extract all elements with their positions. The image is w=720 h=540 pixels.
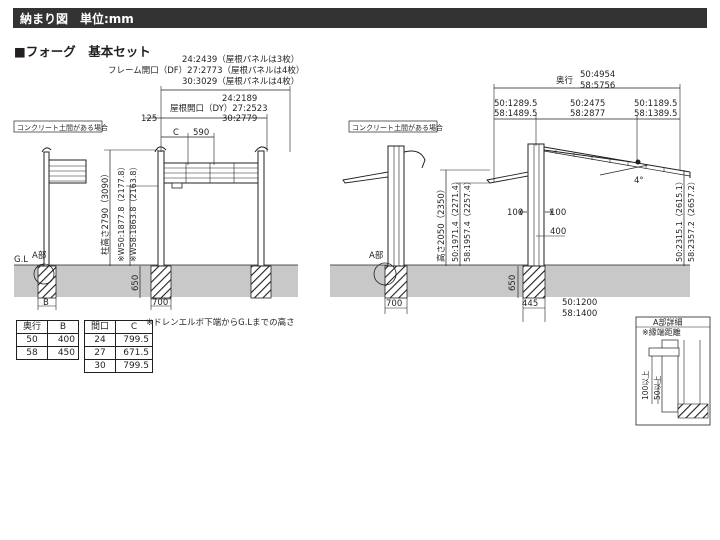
side-span-mid-1: 50:2475 <box>570 99 605 109</box>
side-bottom-2: 58:1400 <box>562 309 597 319</box>
side-foundation-right <box>522 265 546 299</box>
table-c-cell: 27 <box>84 346 116 360</box>
side-pillar-right <box>527 143 545 267</box>
side-height-main: 高さ2050（2350） <box>436 185 447 262</box>
front-dim-top-2: フレーム開口（DF）27:2773（屋根パネルは4枚） <box>108 65 304 76</box>
side-span-right-1: 50:1189.5 <box>634 99 677 109</box>
front-a-detail-circle <box>33 263 55 285</box>
side-right-height-50: 50:2315.1（2615.1） <box>675 177 684 262</box>
side-height-50: 50:1971.4（2271.4） <box>451 177 460 262</box>
side-left-roof <box>342 171 389 184</box>
section-title: ■フォーグ 基本セット <box>14 44 151 59</box>
front-pillar-right <box>257 150 265 267</box>
detail-subtitle: ※縁端距離 <box>642 327 681 337</box>
side-dim-650: 650 <box>508 275 518 291</box>
table-c-cell: 24 <box>84 333 116 347</box>
front-view: 24:2439（屋根パネルは3枚） フレーム開口（DF）27:2773（屋根パネ… <box>13 54 304 328</box>
side-dim-700: 700 <box>386 299 402 309</box>
front-concrete-note: コンクリート土間がある場合 <box>17 123 108 132</box>
table-c: 間口 C 24 799.5 27 671.5 30 799.5 <box>84 320 153 373</box>
side-dim-445: 445 <box>522 299 538 309</box>
front-foundation-mid <box>150 265 172 299</box>
front-w-height-2: ※W58:1863.8（2163.8） <box>129 163 138 262</box>
front-roof-small <box>48 159 87 184</box>
front-dim-c: C <box>173 128 179 138</box>
front-dim-650: 650 <box>131 275 141 291</box>
table-c-cell: 30 <box>84 359 116 373</box>
side-span-mid-2: 58:2877 <box>570 109 605 119</box>
detail-a: A部詳細 ※縁端距離 100以上 50以上 <box>635 316 711 426</box>
side-front-roof <box>486 171 529 184</box>
side-dim-400: 400 <box>550 227 566 237</box>
side-angle: 4° <box>634 176 644 186</box>
table-b-cell: 58 <box>16 346 48 360</box>
front-dim-b: B <box>43 298 49 308</box>
front-dim-mid-3: 30:2779 <box>222 114 257 124</box>
front-dim-mid-2: 屋根開口（DY）27:2523 <box>170 103 268 114</box>
detail-dim-100: 100以上 <box>641 370 650 400</box>
side-span-left-1: 50:1289.5 <box>494 99 537 109</box>
side-a-part: A部 <box>369 250 384 261</box>
header-title: 納まり図 単位:mm <box>20 12 134 26</box>
detail-dim-50: 50以上 <box>653 375 662 400</box>
side-dim-100-right: 100 <box>550 208 566 218</box>
side-bottom-1: 50:1200 <box>562 298 597 308</box>
table-c-header-c: C <box>115 320 153 334</box>
side-left-arm <box>403 150 426 169</box>
side-dim-100-left: 100 <box>507 208 523 218</box>
front-dim-mid-1: 24:2189 <box>222 94 257 104</box>
side-depth-1: 50:4954 <box>580 70 615 80</box>
front-dim-top-3: 30:3029（屋根パネルは4枚） <box>182 76 299 87</box>
front-dim-700: 700 <box>152 298 168 308</box>
table-b-header-depth: 奥行 <box>16 320 48 334</box>
side-roof-main <box>543 146 691 173</box>
table-c-cell: 799.5 <box>115 333 153 347</box>
front-drain-note: ※ドレンエルボ下端からG.Lまでの高さ <box>146 317 295 328</box>
side-span-left-2: 58:1489.5 <box>494 109 537 119</box>
front-dim-590: 590 <box>193 128 209 138</box>
header-bar: 納まり図 単位:mm <box>13 8 707 28</box>
table-c-cell: 799.5 <box>115 359 153 373</box>
front-gl: G.L <box>14 255 28 265</box>
table-b: 奥行 B 50 400 58 450 <box>16 320 79 360</box>
table-c-cell: 671.5 <box>115 346 153 360</box>
front-pillar-height: 柱高さ2790（3090） <box>100 169 111 255</box>
side-beam-link <box>543 149 633 163</box>
side-span-right-2: 58:1389.5 <box>634 109 677 119</box>
table-b-header-b: B <box>47 320 79 334</box>
front-roof-frame <box>163 162 259 184</box>
side-pillar-left <box>387 145 405 267</box>
side-a-detail-circle <box>373 262 397 286</box>
front-dim-125: 125 <box>141 114 157 124</box>
front-foundation-right <box>250 265 272 299</box>
side-depth-2: 58:5756 <box>580 81 615 91</box>
front-a-part: A部 <box>32 250 47 261</box>
front-w-height-1: ※W50:1877.8（2177.8） <box>117 163 126 262</box>
side-depth-label: 奥行 <box>556 75 574 86</box>
front-dim-top-1: 24:2439（屋根パネルは3枚） <box>182 54 299 65</box>
table-b-cell: 50 <box>16 333 48 347</box>
table-c-header-width: 間口 <box>84 320 116 334</box>
front-pillar-left <box>157 150 165 267</box>
detail-title: A部詳細 <box>653 317 682 327</box>
side-foundation-left <box>384 265 408 299</box>
front-pillar-small <box>43 151 50 267</box>
side-height-58: 58:1957.4（2257.4） <box>463 177 472 262</box>
table-b-cell: 400 <box>47 333 79 347</box>
side-view: 奥行 50:4954 58:5756 50:1289.5 58:1489.5 5… <box>330 70 696 322</box>
table-b-cell: 450 <box>47 346 79 360</box>
side-concrete-note: コンクリート土間がある場合 <box>352 123 443 132</box>
side-right-height-58: 58:2357.2（2657.2） <box>687 177 696 262</box>
